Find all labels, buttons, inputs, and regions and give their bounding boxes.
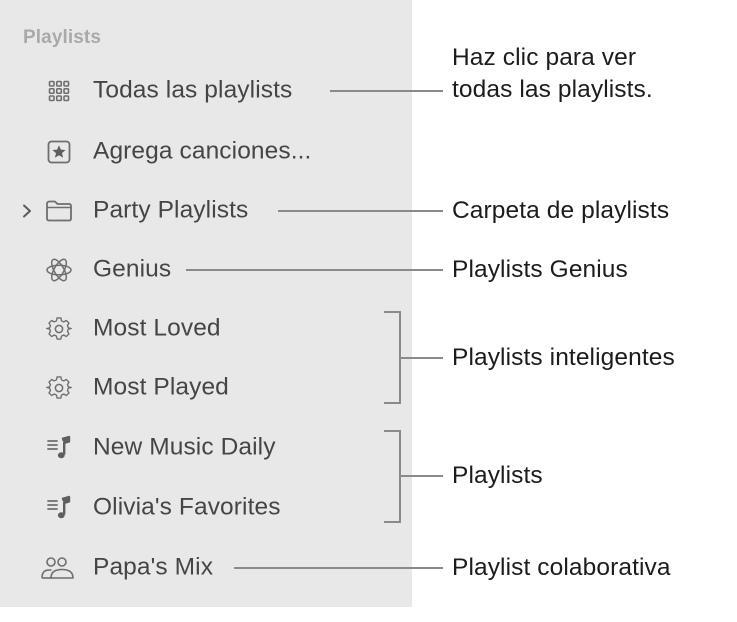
leader-line-genius: [186, 269, 443, 271]
callout-all-playlists: Haz clic para ver todas las playlists.: [452, 42, 653, 106]
bracket-playlists-top: [384, 430, 401, 432]
sidebar-item-label: Papa's Mix: [93, 553, 214, 581]
leader-line-smart: [399, 357, 443, 359]
callout-line-1: Haz clic para ver: [452, 44, 637, 71]
sidebar-item-olivias-favorites[interactable]: Olivia's Favorites: [0, 488, 380, 528]
playlist-note-icon: [45, 434, 73, 462]
sidebar-item-most-played[interactable]: Most Played: [0, 368, 380, 408]
sidebar-item-genius[interactable]: Genius: [0, 250, 412, 290]
callout-line-2: todas las playlists.: [452, 76, 653, 103]
sidebar-item-label: Todas las playlists: [93, 76, 293, 104]
genius-atom-icon: [45, 256, 73, 284]
sidebar-item-all-playlists[interactable]: Todas las playlists: [0, 71, 412, 111]
sidebar-item-label: Party Playlists: [93, 196, 249, 224]
bracket-playlists-bottom: [384, 521, 401, 523]
sidebar-item-label: New Music Daily: [93, 433, 276, 461]
people-icon: [40, 554, 74, 582]
sidebar-item-label: Most Played: [93, 373, 229, 401]
bracket-smart-top: [384, 311, 401, 313]
section-header-playlists: Playlists: [23, 27, 102, 48]
sidebar-playlists: Playlists Todas las playlists: [0, 0, 412, 607]
sidebar-item-label: Olivia's Favorites: [93, 493, 281, 521]
folder-icon: [45, 197, 73, 225]
gear-icon: [45, 374, 73, 402]
leader-line-all-playlists: [330, 90, 443, 92]
sidebar-item-label: Most Loved: [93, 314, 221, 342]
sidebar-item-label: Genius: [93, 255, 172, 283]
callout-smart-playlists: Playlists inteligentes: [452, 344, 675, 371]
sidebar-item-most-loved[interactable]: Most Loved: [0, 309, 380, 349]
sidebar-item-label: Agrega canciones...: [93, 137, 312, 165]
bracket-smart-bottom: [384, 402, 401, 404]
sidebar-item-add-songs[interactable]: Agrega canciones...: [0, 132, 412, 172]
chevron-right-icon[interactable]: [20, 204, 34, 218]
leader-line-collaborative: [234, 567, 443, 569]
playlist-note-icon: [45, 494, 73, 522]
callout-playlist-folder: Carpeta de playlists: [452, 197, 670, 224]
leader-line-playlists: [399, 475, 443, 477]
callout-collaborative-playlist: Playlist colaborativa: [452, 554, 671, 581]
callout-playlists: Playlists: [452, 462, 543, 489]
grid-icon: [45, 77, 73, 105]
star-box-icon: [45, 138, 73, 166]
leader-line-folder: [278, 210, 443, 212]
sidebar-item-new-music-daily[interactable]: New Music Daily: [0, 428, 380, 468]
callout-genius-playlists: Playlists Genius: [452, 256, 628, 283]
sidebar-item-party-playlists-folder[interactable]: Party Playlists: [0, 191, 412, 231]
gear-icon: [45, 315, 73, 343]
sidebar-item-papas-mix[interactable]: Papa's Mix: [0, 548, 412, 588]
